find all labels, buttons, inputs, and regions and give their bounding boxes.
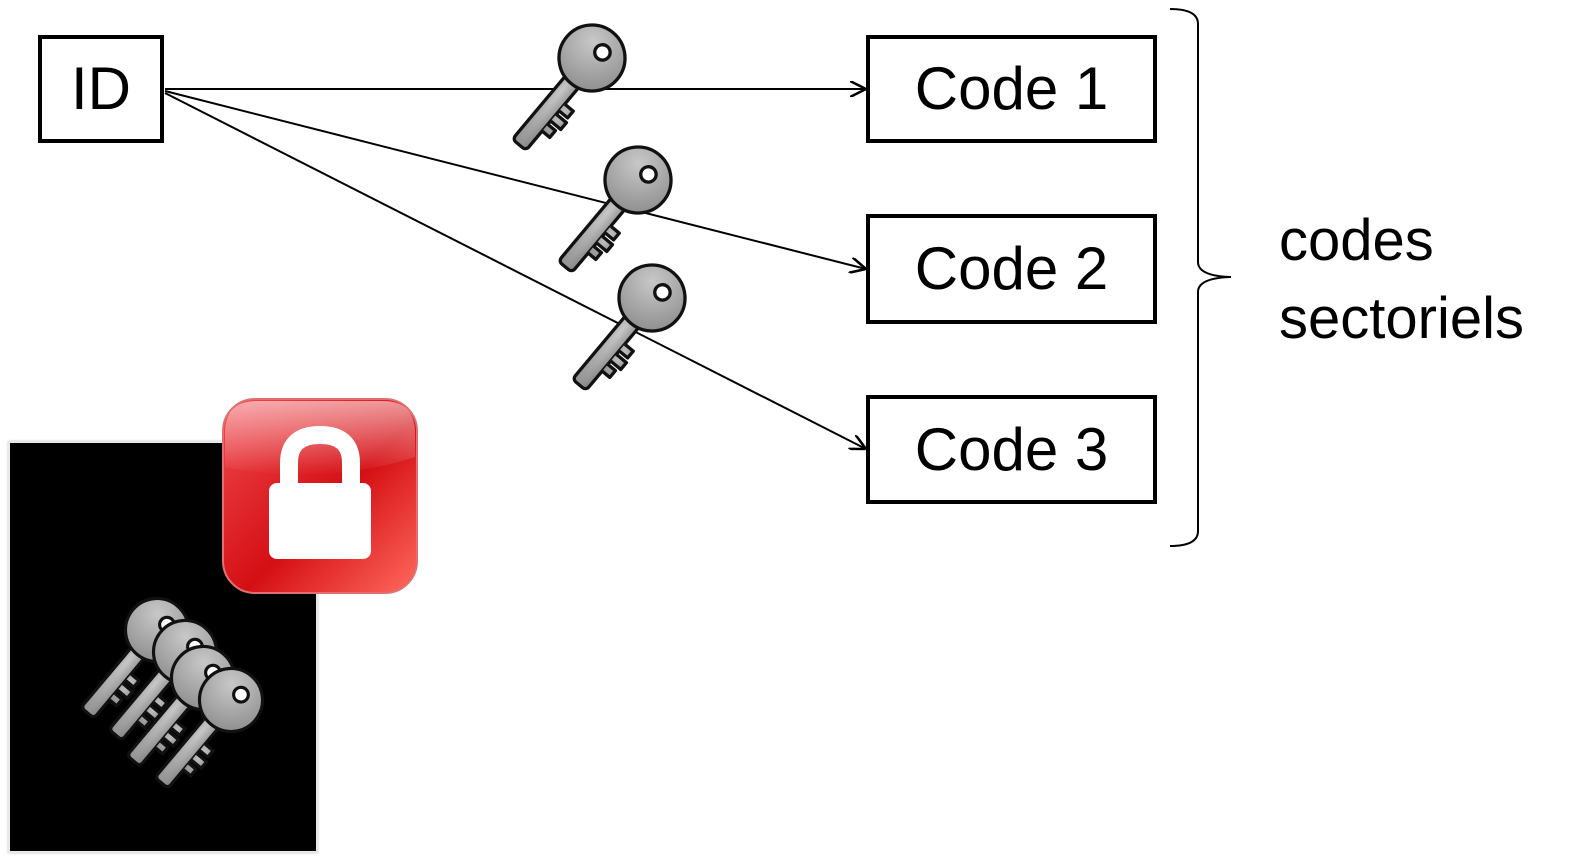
code-2-node: Code 2 <box>866 214 1157 324</box>
code-3-node: Code 3 <box>866 395 1157 504</box>
group-label-line2: sectoriels <box>1279 286 1524 351</box>
code-3-label: Code 3 <box>914 415 1109 483</box>
padlock-icon <box>222 398 418 594</box>
code-1-label: Code 1 <box>914 55 1109 122</box>
id-node: ID <box>38 35 164 143</box>
code-1-node: Code 1 <box>866 35 1157 143</box>
code-2-label: Code 2 <box>914 235 1109 302</box>
grouping-brace <box>1169 8 1232 547</box>
group-label-line1: codes <box>1279 208 1434 273</box>
arrow-id-to-code2 <box>164 90 866 269</box>
key-icon <box>492 9 641 168</box>
key-icon <box>538 131 687 290</box>
id-node-label: ID <box>71 55 131 122</box>
arrow-id-to-code3 <box>164 92 866 449</box>
key-icon <box>552 249 701 408</box>
